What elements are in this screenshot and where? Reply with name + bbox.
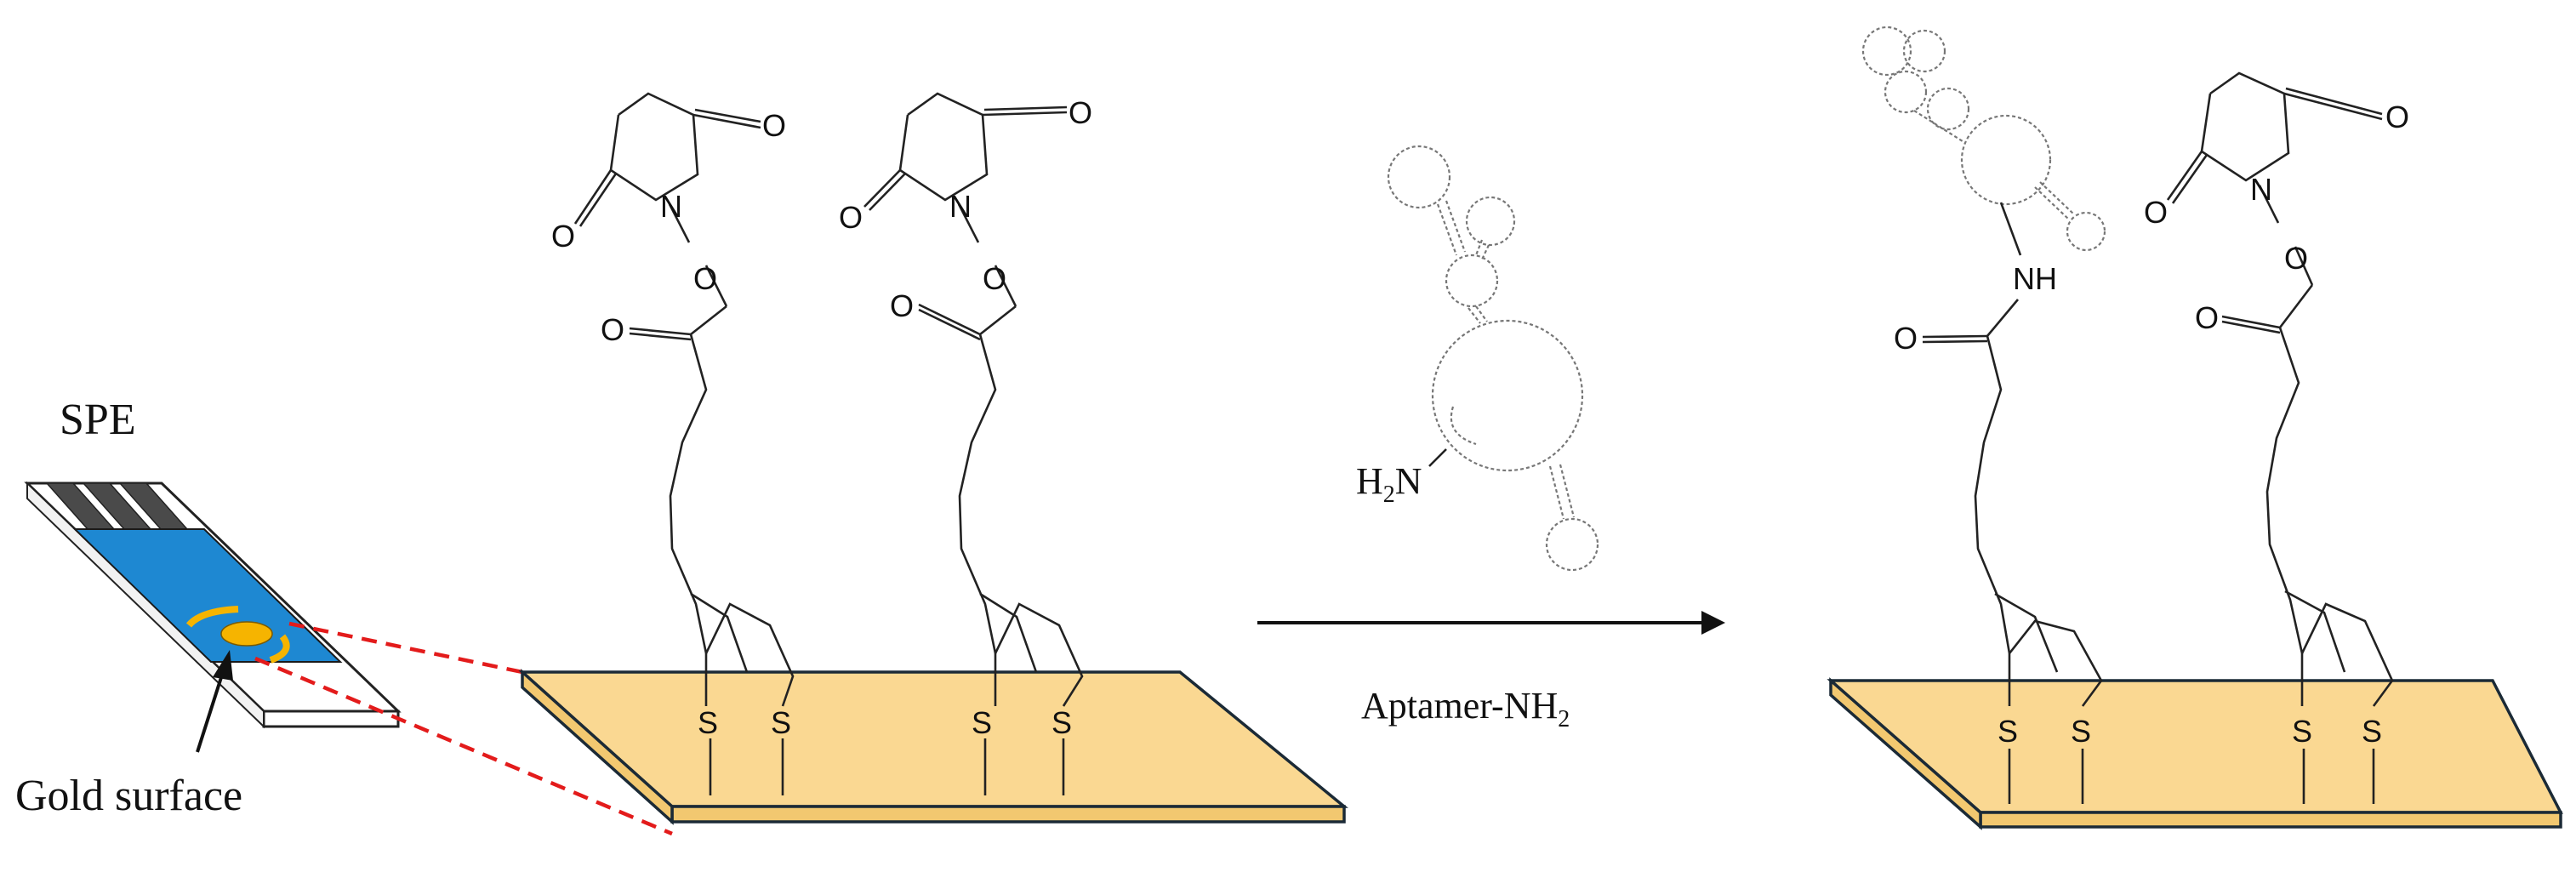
atom-o: O <box>2144 195 2168 230</box>
aptamer-structure <box>1387 145 1599 572</box>
atom-s: S <box>1998 714 2018 749</box>
atom-o: O <box>890 288 914 323</box>
atom-n: N <box>949 189 972 224</box>
spe-label: SPE <box>60 396 136 444</box>
atom-s: S <box>2292 714 2312 749</box>
atom-o: O <box>1069 95 1092 130</box>
atom-o: O <box>693 261 717 296</box>
amide-nh-label: NH <box>2013 261 2057 296</box>
atom-o: O <box>983 261 1006 296</box>
gold-substrate-left <box>518 669 1348 825</box>
reagent-label: Aptamer-NH2 <box>1361 685 1570 732</box>
atom-s: S <box>2362 714 2382 749</box>
amide-linker <box>1922 202 2103 804</box>
zoom-projection-lines <box>254 621 673 836</box>
atom-s: S <box>698 705 718 740</box>
atom-s: S <box>771 705 791 740</box>
gold-working-electrode <box>220 621 273 647</box>
aptamer-amine-label: H2N <box>1356 460 1422 508</box>
aptamer-amine-bond <box>1428 448 1447 467</box>
gold-surface-label: Gold surface <box>15 772 242 820</box>
gold-surface-pointer-arrow <box>196 650 233 753</box>
gold-substrate-right <box>1827 677 2563 830</box>
aptamer-structure-conjugated <box>1861 26 2106 252</box>
atom-o: O <box>551 219 575 254</box>
atom-o: O <box>1894 321 1918 356</box>
atom-o: O <box>2385 100 2409 134</box>
atom-o: O <box>601 312 624 347</box>
atom-o: O <box>839 200 863 235</box>
atom-n: N <box>2250 172 2272 207</box>
reaction-arrow <box>1257 611 1725 635</box>
atom-s: S <box>1051 705 1072 740</box>
nhs-linker-2 <box>863 92 1084 795</box>
spe-electrode-strip <box>24 481 402 729</box>
atom-o: O <box>2195 300 2219 335</box>
atom-s: S <box>972 705 992 740</box>
atom-n: N <box>660 189 682 224</box>
atom-o: O <box>762 108 786 143</box>
nhs-linker-1 <box>573 92 795 795</box>
atom-s: S <box>2071 714 2091 749</box>
atom-o: O <box>2284 241 2308 276</box>
nhs-linker-3 <box>2166 71 2394 804</box>
